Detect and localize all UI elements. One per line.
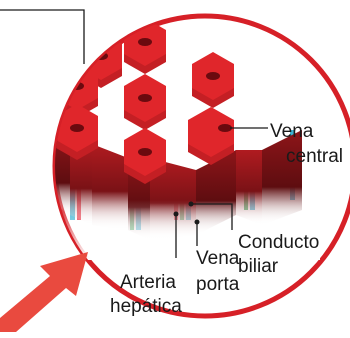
fade-overlay: [55, 200, 320, 260]
label-conducto-biliar-1: Conducto: [238, 232, 319, 253]
conducto-biliar-leader: [192, 203, 233, 230]
lobule: [124, 74, 166, 130]
callout-leader-line: [0, 9, 85, 64]
conducto-biliar-dot: [188, 201, 194, 207]
label-vena-porta-2: porta: [196, 274, 240, 295]
lobule: [188, 107, 234, 165]
label-vena-porta-1: Vena: [196, 248, 240, 269]
label-vena-central-1: Vena: [270, 121, 314, 142]
orange-arrow-icon: [0, 252, 88, 332]
label-arteria-hepatica-2: hepática: [110, 296, 182, 317]
vena-porta-dot: [194, 219, 200, 225]
lobule: [124, 128, 166, 184]
lobule: [56, 104, 98, 160]
label-vena-central-2: central: [286, 146, 343, 167]
label-conducto-biliar-2: biliar: [238, 256, 279, 277]
lobule: [192, 52, 234, 108]
label-arteria-hepatica-1: Arteria: [120, 272, 176, 293]
arteria-hepatica-dot: [173, 211, 179, 217]
